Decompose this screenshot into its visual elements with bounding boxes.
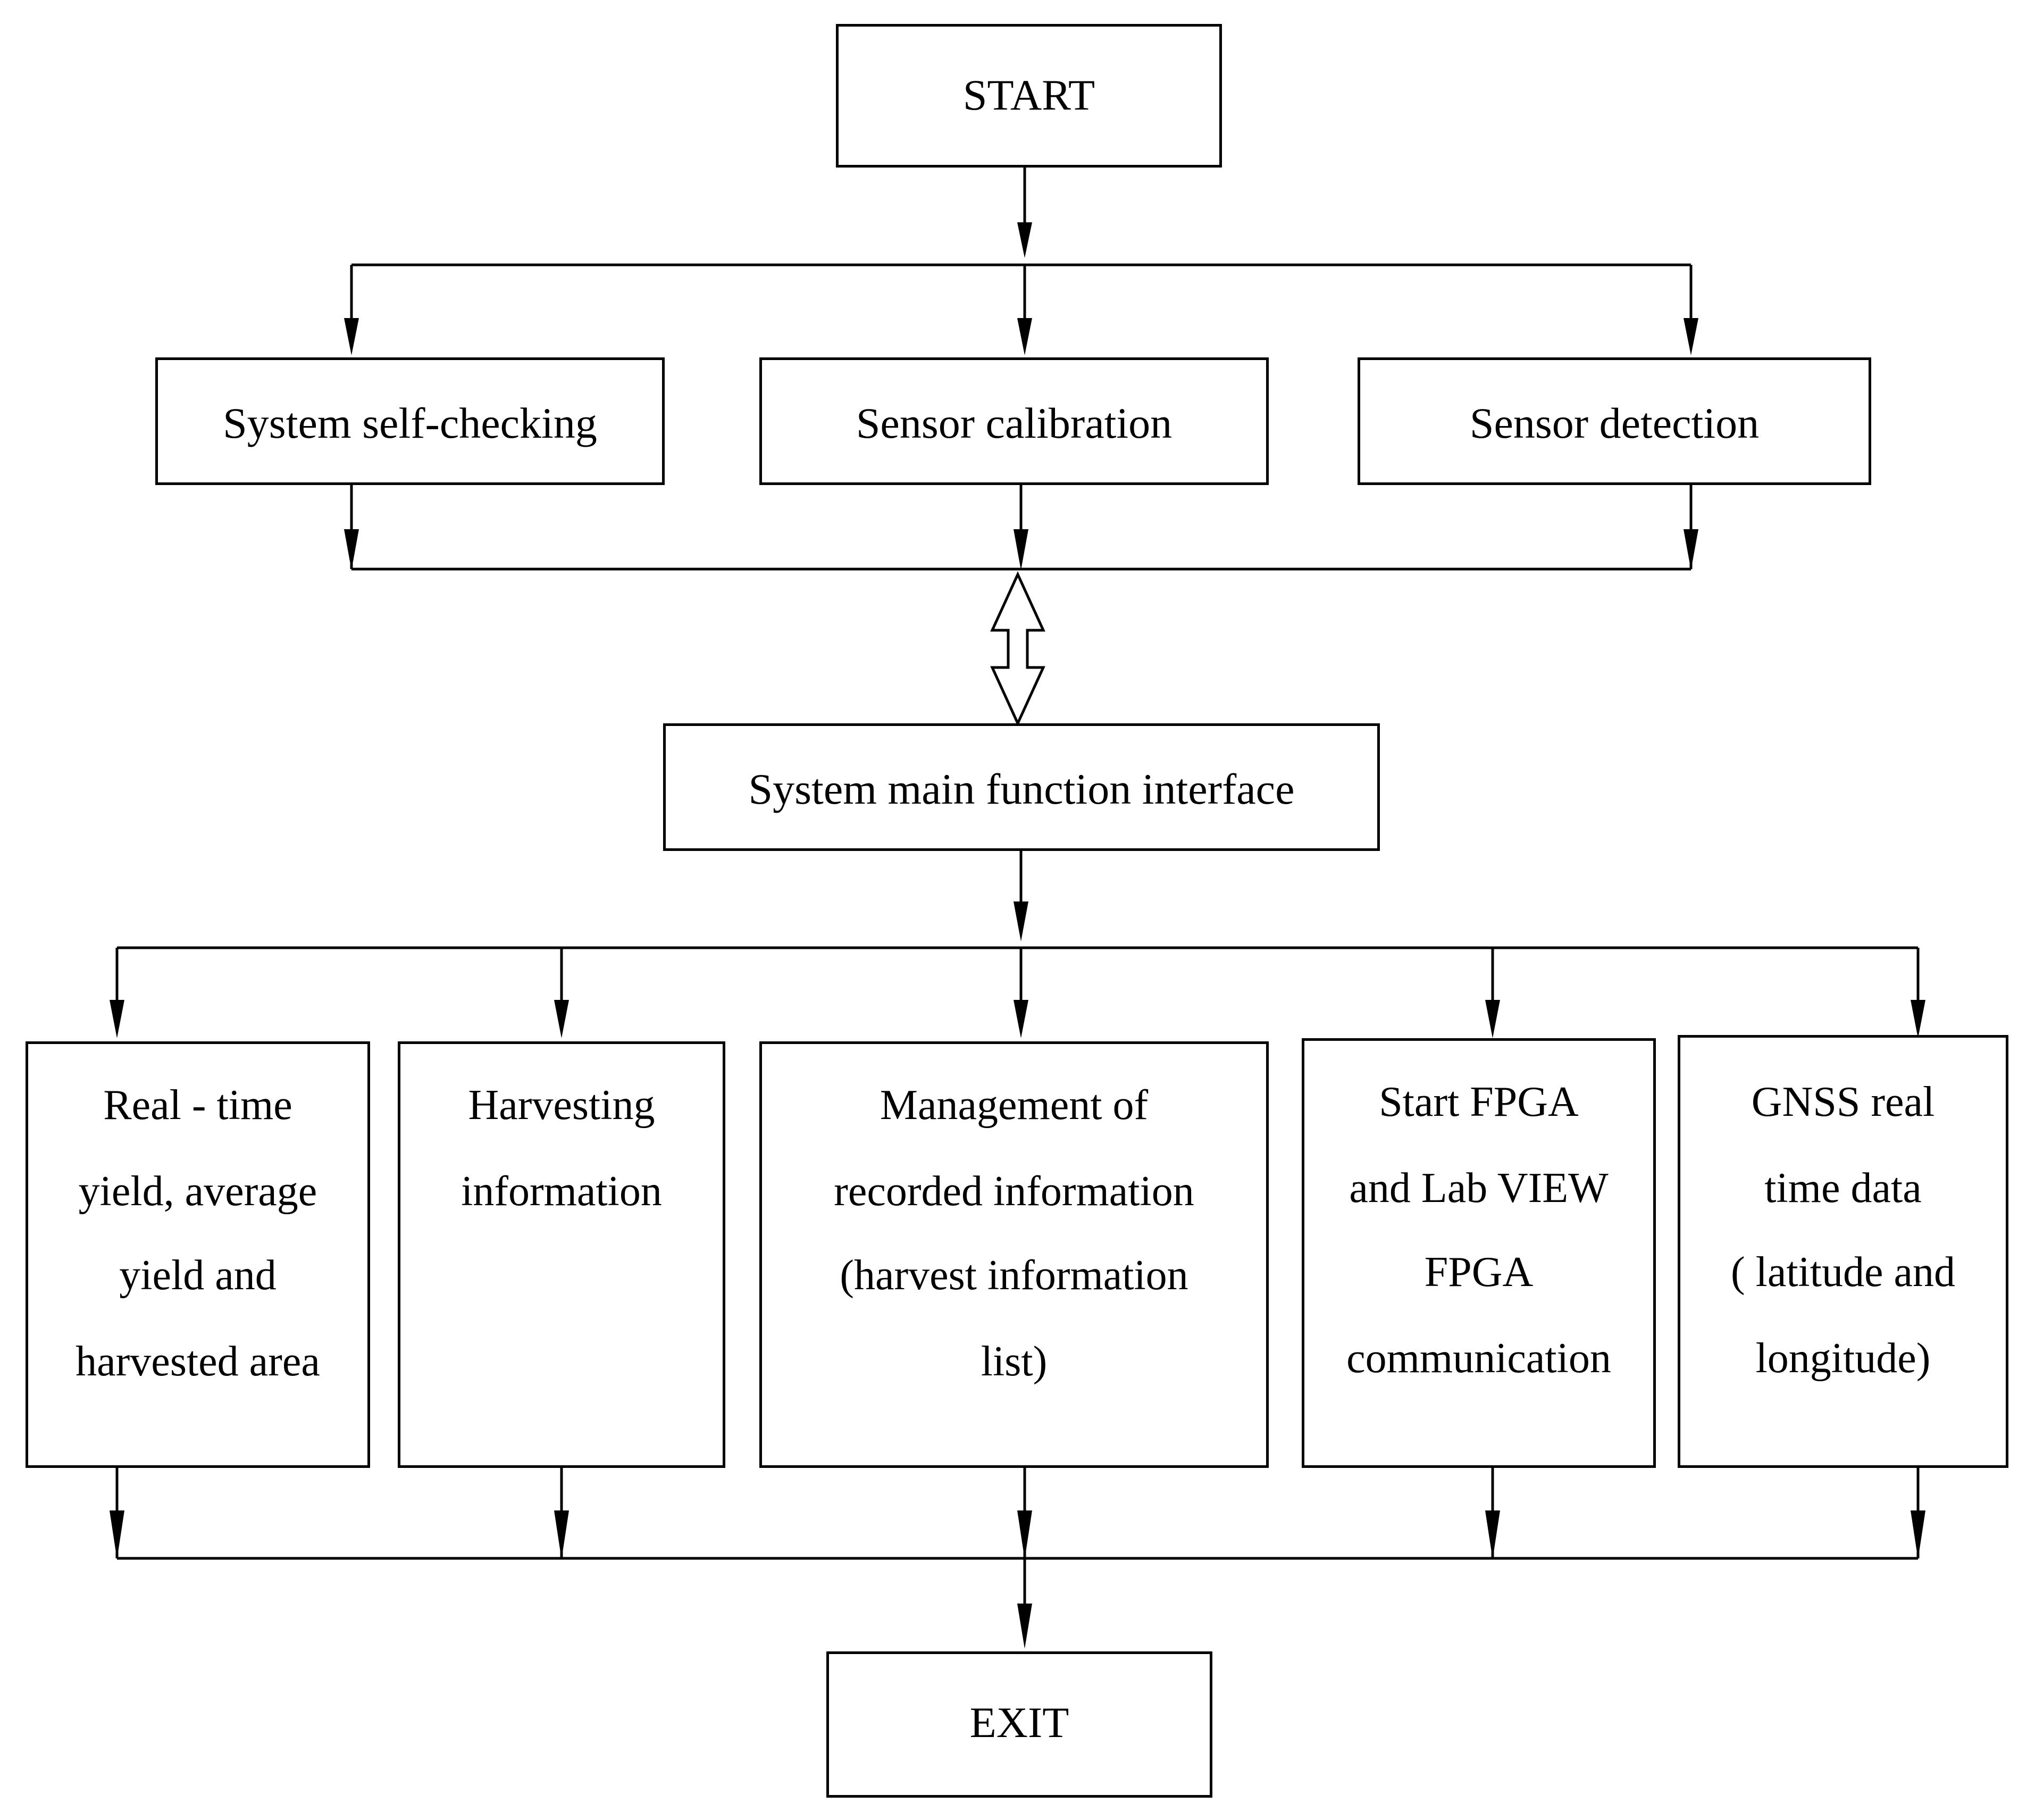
arrowhead xyxy=(1911,1000,1925,1038)
gnss-line-2: time data xyxy=(1764,1165,1922,1212)
bidirectional-arrow xyxy=(990,571,1045,727)
arrowhead xyxy=(1014,529,1028,570)
arrowhead xyxy=(344,318,359,355)
arrowhead xyxy=(110,1000,124,1038)
system-main-function-interface-label: System main function interface xyxy=(748,765,1295,813)
start-fpga-node: Start FPGA and Lab VIEW FPGA communicati… xyxy=(1302,1038,1656,1468)
arrowhead xyxy=(554,1000,569,1038)
arrowhead xyxy=(1017,222,1032,258)
arrowhead xyxy=(1017,1604,1032,1649)
start-fpga-line-1: Start FPGA xyxy=(1379,1079,1579,1125)
gnss-line-1: GNSS real xyxy=(1751,1079,1935,1125)
start-fpga-line-4: communication xyxy=(1346,1335,1611,1382)
sensor-detection-node: Sensor detection xyxy=(1358,357,1871,485)
management-line-3: (harvest information xyxy=(840,1252,1188,1299)
management-line-4: list) xyxy=(981,1338,1048,1385)
start-fpga-line-3: FPGA xyxy=(1424,1249,1534,1296)
gnss-real-time-data-node: GNSS real time data ( latitude and longi… xyxy=(1678,1035,2008,1468)
harvesting-information-node: Harvesting information xyxy=(398,1041,725,1468)
realtime-yield-line-1: Real - time xyxy=(103,1082,292,1129)
arrowhead xyxy=(344,529,359,570)
arrowhead xyxy=(554,1510,569,1559)
harvesting-information-line-1: Harvesting xyxy=(468,1082,655,1129)
arrowhead xyxy=(1014,901,1028,941)
start-node: START xyxy=(836,24,1222,168)
realtime-yield-node: Real - time yield, average yield and har… xyxy=(26,1041,370,1468)
arrowhead xyxy=(110,1510,124,1559)
system-main-function-interface-node: System main function interface xyxy=(663,723,1380,851)
sensor-calibration-label: Sensor calibration xyxy=(856,399,1173,447)
management-line-2: recorded information xyxy=(834,1168,1194,1215)
gnss-line-4: longitude) xyxy=(1755,1335,1931,1382)
gnss-line-3: ( latitude and xyxy=(1730,1249,1956,1296)
arrowhead xyxy=(1684,318,1698,355)
start-fpga-line-2: and Lab VIEW xyxy=(1349,1165,1609,1212)
management-recorded-information-node: Management of recorded information (harv… xyxy=(759,1041,1269,1468)
sensor-detection-label: Sensor detection xyxy=(1469,399,1760,447)
realtime-yield-line-3: yield and xyxy=(119,1252,277,1299)
exit-label: EXIT xyxy=(969,1698,1069,1747)
arrowhead xyxy=(1485,1000,1500,1038)
sensor-calibration-node: Sensor calibration xyxy=(759,357,1269,485)
arrowhead xyxy=(1014,1000,1028,1038)
realtime-yield-line-2: yield, average xyxy=(78,1168,317,1215)
exit-node: EXIT xyxy=(826,1651,1212,1798)
arrowhead xyxy=(1017,1510,1032,1559)
arrowhead xyxy=(1017,318,1032,355)
arrowhead xyxy=(1684,529,1698,570)
harvesting-information-line-2: information xyxy=(461,1168,662,1215)
management-line-1: Management of xyxy=(880,1082,1149,1129)
start-label: START xyxy=(962,71,1095,119)
arrowhead xyxy=(1911,1510,1925,1559)
system-self-checking-label: System self-checking xyxy=(223,399,597,447)
realtime-yield-line-4: harvested area xyxy=(76,1338,320,1385)
arrowhead xyxy=(1485,1510,1500,1559)
system-self-checking-node: System self-checking xyxy=(155,357,665,485)
